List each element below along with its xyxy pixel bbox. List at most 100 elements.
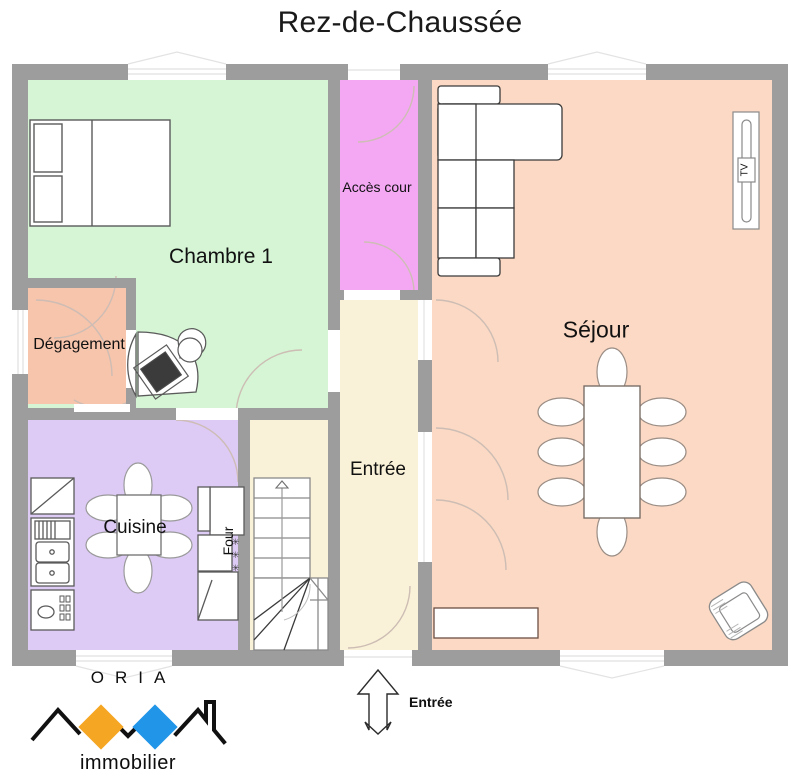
- kitchen-unit-door-line: [30, 477, 75, 515]
- dining-table: [583, 385, 641, 519]
- kitchen-drainer: [34, 520, 71, 540]
- door-entree-south: [344, 650, 412, 666]
- desk-chair-seat: [177, 337, 203, 363]
- room-fill-degagement: [28, 284, 132, 404]
- svg-text:✳: ✳: [232, 563, 240, 573]
- opening-sejour-mid: [418, 432, 432, 500]
- kitchen-base-door-line: [197, 579, 213, 621]
- window-cuisine-south: [76, 650, 172, 666]
- armchair-corner: [708, 581, 769, 641]
- pillow-top: [33, 123, 63, 173]
- kitchen-dining-set: [85, 462, 193, 594]
- sofa-backrest-bottom: [437, 257, 501, 277]
- logo-zigzag-left: [30, 706, 82, 742]
- window-degagement-west: [12, 310, 28, 374]
- furniture-tv-unit: [732, 111, 760, 230]
- door-swing-chambre-south: [235, 349, 303, 417]
- agency-logo: ORIA immobilier: [28, 668, 228, 780]
- wall-right: [772, 64, 788, 666]
- sofa-seat-1: [437, 103, 477, 161]
- stair-winder-zone: [253, 577, 329, 651]
- svg-text:✳: ✳: [232, 537, 240, 547]
- sofa-backrest-top: [437, 85, 501, 105]
- wall-stairhall-entree: [328, 420, 340, 650]
- window-sill-sejour-south: [559, 665, 665, 679]
- door-swing-entree-front: [347, 585, 411, 649]
- furniture-desk-area: [127, 328, 207, 400]
- entrance-arrow-label: Entrée: [409, 694, 453, 710]
- logo-diamond-orange: [78, 704, 124, 750]
- door-swing-acces-bottom: [363, 241, 415, 293]
- dining-chair-right-2: [637, 437, 687, 467]
- furniture-kitchen: ✳ ✳ ✳: [30, 477, 245, 631]
- cooker-controls: [59, 595, 71, 621]
- stair-direction-arc: [283, 583, 311, 621]
- stair-up-arrow: [274, 480, 290, 489]
- dining-set: [537, 347, 687, 557]
- pillow-bottom: [33, 175, 63, 223]
- logo-diamond-blue: [132, 704, 178, 750]
- window-sill-sejour: [547, 51, 647, 65]
- desk: [127, 331, 137, 399]
- kitchen-oven-unit: [209, 486, 245, 536]
- kitchen-drain-2: [49, 570, 55, 576]
- stair-winder-4: [309, 577, 329, 601]
- dining-chair-right-3: [637, 477, 687, 507]
- dining-chair-right-1: [637, 397, 687, 427]
- opening-sejour-top: [418, 300, 432, 360]
- room-fills: [28, 80, 772, 650]
- kitchen-oven-side: [197, 486, 211, 532]
- furniture-sofa: [437, 85, 563, 277]
- sofa-seat-2: [437, 159, 477, 209]
- furniture-sejour-extra: [433, 581, 769, 641]
- window-sejour-south: [560, 650, 664, 666]
- window-sill-cuisine: [75, 665, 173, 679]
- stair-winder-3: [283, 577, 311, 651]
- staircase: [253, 477, 329, 651]
- entrance-arrow-group: [356, 668, 400, 735]
- wall-chambre-acces: [328, 80, 340, 296]
- page-title: Rez-de-Chaussée: [277, 6, 523, 39]
- sideboard: [433, 607, 539, 639]
- kitchen-table: [116, 494, 162, 556]
- dining-chair-left-2: [537, 437, 587, 467]
- furniture-bedroom: [29, 119, 171, 227]
- kitchen-drain-1: [49, 549, 55, 555]
- door-swing-sejour-low: [435, 499, 507, 571]
- opening-chambre-entree: [328, 330, 340, 392]
- window-sejour-north: [548, 64, 646, 80]
- room-fill-entree: [340, 300, 418, 650]
- tv-label-box: [737, 157, 756, 183]
- window-chambre-north: [128, 64, 226, 80]
- opening-sejour-low: [418, 500, 432, 562]
- opening-degagement-south: [74, 404, 130, 412]
- kitchen-base-unit: [197, 571, 239, 621]
- sofa-seat-4: [437, 207, 477, 259]
- wall-degagement-top: [28, 278, 136, 288]
- dining-chair-left-3: [537, 477, 587, 507]
- room-fill-acces-cour: [340, 80, 418, 294]
- desk-monitor: [139, 351, 183, 393]
- logo-mountain-mark: [30, 700, 227, 750]
- svg-text:✳: ✳: [232, 550, 240, 560]
- desk-monitor-frame: [132, 344, 190, 400]
- window-acces-north: [348, 64, 400, 80]
- door-swing-sejour-mid: [435, 427, 509, 501]
- door-swing-degagement-west: [35, 299, 113, 377]
- window-sill-chambre: [127, 51, 227, 65]
- logo-tagline: immobilier: [79, 752, 177, 774]
- opening-acces-bottom: [344, 290, 400, 300]
- entrance-arrow: [356, 668, 400, 735]
- logo-zigzag-right: [173, 700, 227, 745]
- sofa-seat-5: [475, 207, 515, 259]
- wall-acces-sejour: [418, 80, 432, 296]
- door-swing-sejour-top: [435, 299, 499, 363]
- opening-cuisine-north: [176, 408, 238, 420]
- cooker-hob-ring: [37, 605, 55, 619]
- sofa-seat-3: [475, 159, 515, 209]
- kitchen-fridge: [197, 534, 233, 572]
- door-swings: [35, 85, 509, 649]
- logo-name: ORIA: [90, 668, 177, 687]
- door-swing-cuisine-north: [175, 419, 239, 483]
